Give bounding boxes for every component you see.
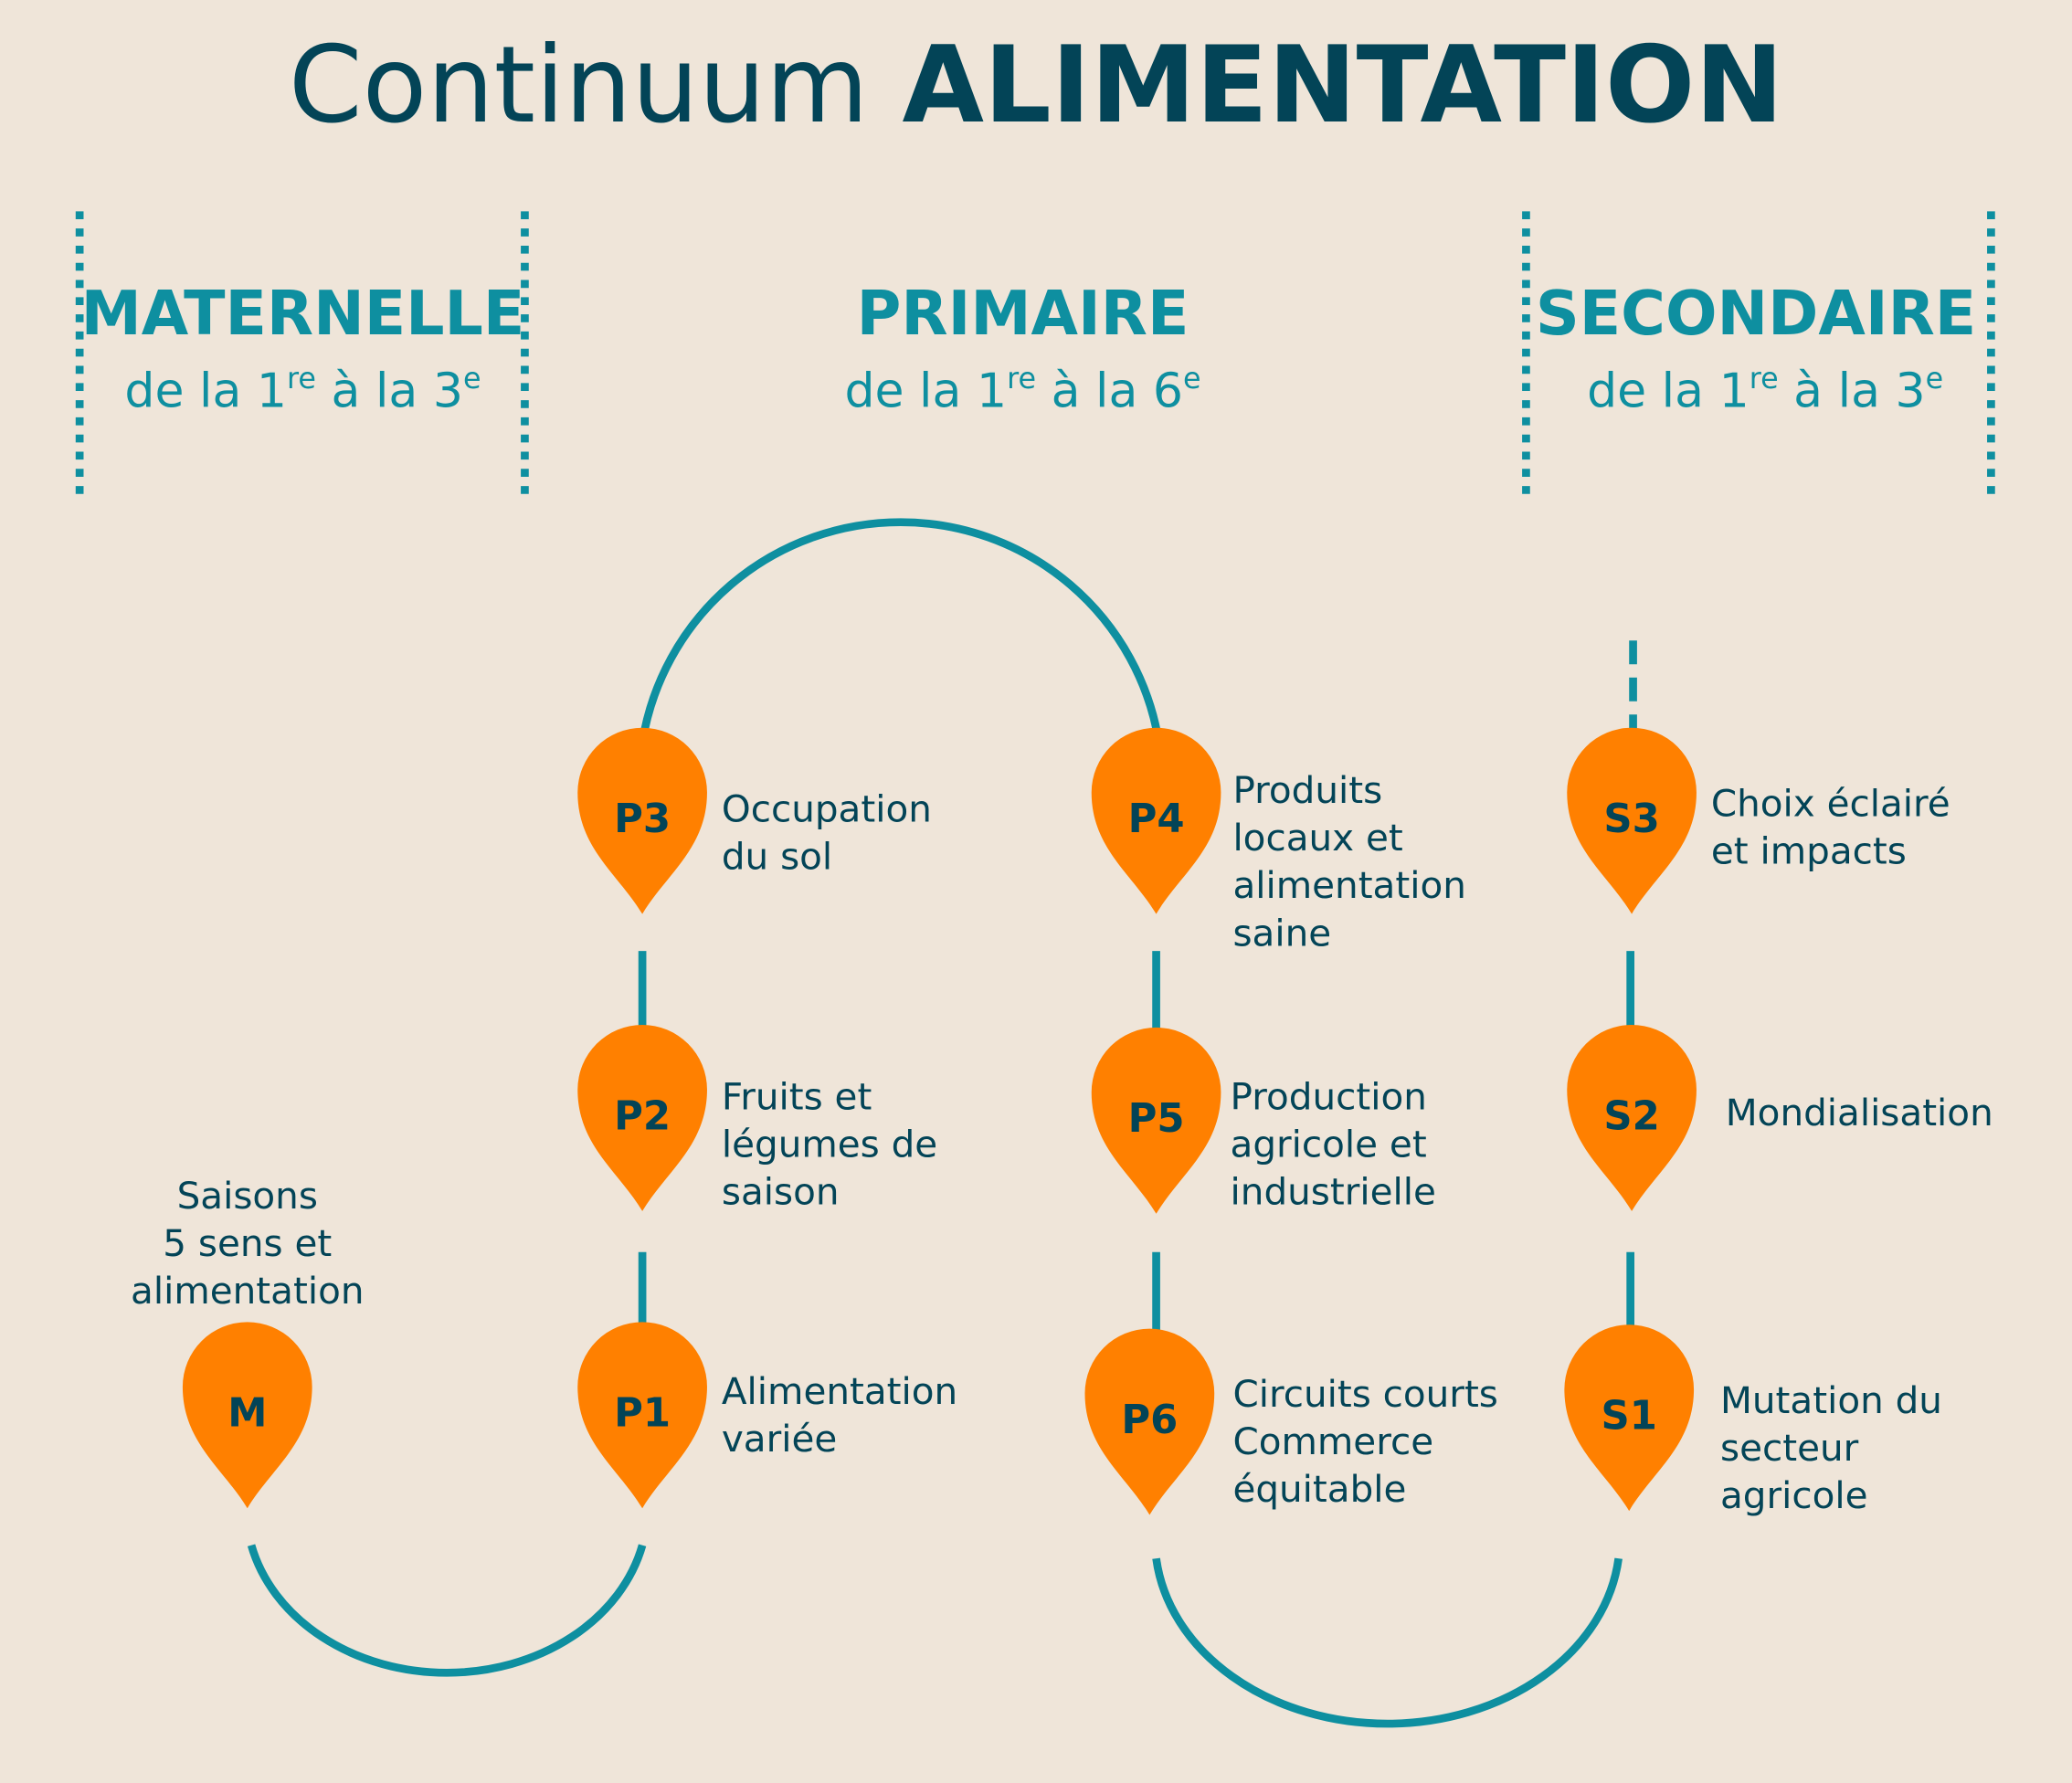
map-pin-icon xyxy=(182,1322,312,1509)
description-line: Choix éclairé xyxy=(1711,782,1950,826)
map-pin-icon xyxy=(577,1322,707,1509)
step-description: Mondialisation xyxy=(1726,1091,1993,1134)
description-line: Commerce xyxy=(1232,1419,1433,1463)
description-line: agricole et xyxy=(1231,1123,1427,1166)
description-line: Saisons xyxy=(177,1174,318,1218)
description-line: légumes de xyxy=(722,1123,937,1166)
level-name: MATERNELLE xyxy=(81,278,525,349)
description-line: locaux et xyxy=(1232,816,1402,860)
level-name: SECONDAIRE xyxy=(1536,278,1976,349)
map-pin-icon xyxy=(1564,1324,1695,1512)
map-pin-icon xyxy=(1567,1025,1697,1211)
description-line: secteur xyxy=(1720,1426,1859,1470)
description-line: Mondialisation xyxy=(1726,1091,1993,1134)
step-code: P3 xyxy=(614,797,671,842)
description-line: variée xyxy=(722,1417,837,1461)
step-s2: S2 Mondialisation xyxy=(1567,1025,1993,1211)
description-line: Circuits courts xyxy=(1232,1372,1497,1416)
description-line: Occupation xyxy=(722,786,932,830)
description-line: saine xyxy=(1232,911,1331,955)
description-line: du sol xyxy=(722,834,832,878)
description-line: industrielle xyxy=(1231,1170,1436,1214)
step-code: M xyxy=(227,1391,267,1437)
step-code: P5 xyxy=(1128,1096,1185,1142)
description-line: Mutation du xyxy=(1720,1378,1942,1422)
description-line: Alimentation xyxy=(722,1369,957,1413)
description-line: équitable xyxy=(1232,1467,1406,1511)
map-pin-icon xyxy=(1084,1328,1215,1515)
level-name: PRIMAIRE xyxy=(857,278,1189,349)
description-line: Production xyxy=(1231,1075,1427,1119)
description-line: Fruits et xyxy=(722,1075,872,1119)
description-line: saison xyxy=(722,1170,840,1214)
step-code: P1 xyxy=(614,1391,671,1437)
step-code: P6 xyxy=(1121,1398,1178,1443)
step-code: P4 xyxy=(1128,797,1185,842)
map-pin-icon xyxy=(577,727,707,914)
description-line: agricole xyxy=(1720,1473,1868,1517)
map-pin-icon xyxy=(1091,1027,1221,1214)
level-range: de la 1re à la 3e xyxy=(124,361,481,418)
map-pin-icon xyxy=(1567,727,1697,914)
path-track xyxy=(247,518,1637,1728)
map-pin-icon xyxy=(1091,727,1221,914)
description-line: alimentation xyxy=(1232,863,1465,907)
step-code: S3 xyxy=(1603,797,1659,842)
map-pin-icon xyxy=(577,1025,707,1211)
level-primaire: PRIMAIRE de la 1re à la 6e xyxy=(844,278,1200,419)
description-line: alimentation xyxy=(131,1269,364,1313)
step-code: S1 xyxy=(1602,1393,1657,1439)
level-range: de la 1re à la 3e xyxy=(1587,361,1943,418)
description-line: 5 sens et xyxy=(163,1221,332,1265)
step-code: S2 xyxy=(1603,1093,1659,1139)
level-secondaire: SECONDAIRE de la 1re à la 3e xyxy=(1536,278,1976,419)
description-line: Produits xyxy=(1232,768,1382,812)
level-maternelle: MATERNELLE de la 1re à la 3e xyxy=(81,278,525,419)
step-code: P2 xyxy=(614,1093,671,1139)
description-line: et impacts xyxy=(1711,829,1907,873)
page-title: Continuum ALIMENTATION xyxy=(289,25,1783,147)
level-range: de la 1re à la 6e xyxy=(844,361,1200,418)
